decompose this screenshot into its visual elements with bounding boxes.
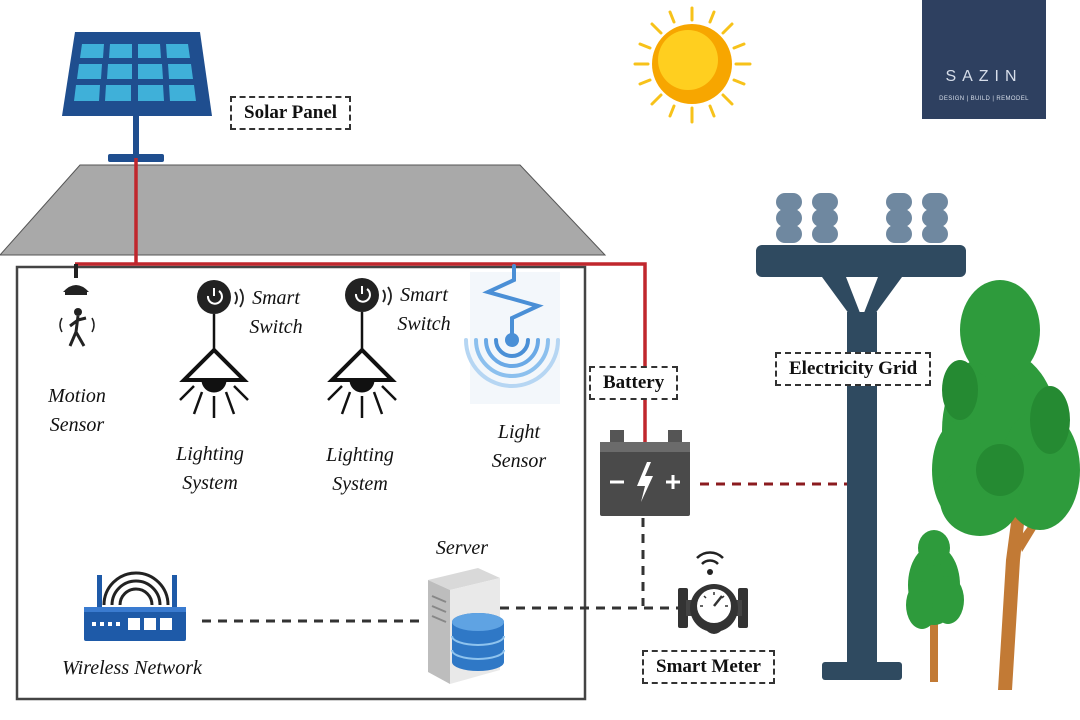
network-lines bbox=[202, 518, 680, 623]
motion-sensor-icon bbox=[59, 264, 95, 347]
solar-panel-label: Solar Panel bbox=[230, 96, 352, 130]
brand-logo: SAZIN DESIGN | BUILD | REMODEL bbox=[922, 0, 1046, 119]
solar-panel-icon bbox=[62, 32, 212, 162]
brand-name: SAZIN bbox=[945, 68, 1023, 85]
smart-switch-icon bbox=[197, 280, 244, 314]
server-label: Server bbox=[435, 537, 489, 559]
battery-icon bbox=[600, 430, 690, 516]
house-outline bbox=[15, 265, 587, 701]
tree-icon bbox=[906, 530, 964, 682]
lighting-system-icon bbox=[327, 312, 397, 418]
server-icon bbox=[428, 568, 505, 684]
smart-meter-icon bbox=[678, 551, 748, 634]
roof bbox=[0, 164, 607, 256]
wireless-network-label: Wireless Network bbox=[62, 657, 202, 679]
brand-tagline: DESIGN | BUILD | REMODEL bbox=[939, 96, 1029, 102]
lighting-system-icon bbox=[179, 314, 249, 418]
sun-icon bbox=[633, 6, 752, 124]
router-icon bbox=[84, 571, 186, 641]
tree-icon bbox=[932, 280, 1080, 690]
light-sensor-icon bbox=[464, 264, 560, 404]
smart-switch-icon bbox=[345, 278, 392, 312]
smart-meter-label: Smart Meter bbox=[642, 650, 775, 684]
battery-label: Battery bbox=[589, 366, 679, 400]
electricity-grid-label: Electricity Grid bbox=[775, 352, 932, 386]
